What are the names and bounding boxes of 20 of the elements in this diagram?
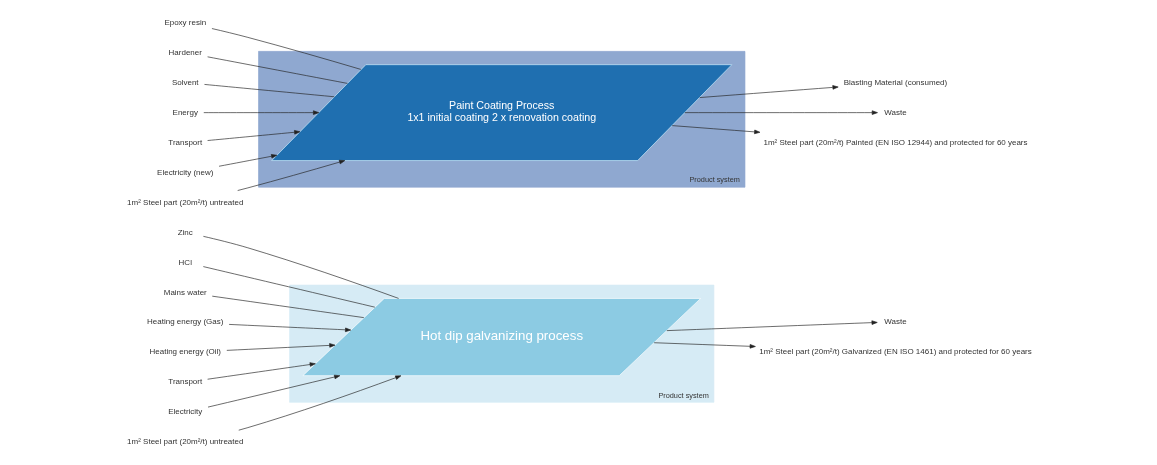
arrow — [666, 320, 878, 331]
arrow — [206, 362, 316, 380]
connector — [211, 28, 361, 70]
arrow — [236, 159, 345, 191]
arrow — [202, 110, 319, 115]
arrow — [228, 324, 351, 332]
arrow — [218, 154, 277, 167]
arrow — [237, 375, 401, 431]
connector — [206, 56, 348, 84]
arrow — [206, 130, 300, 141]
connector — [211, 295, 364, 318]
arrow — [653, 342, 756, 349]
connector — [203, 84, 335, 98]
arrow — [684, 110, 878, 115]
arrow — [671, 125, 760, 135]
arrow — [698, 85, 838, 98]
connector — [202, 236, 399, 299]
arrow — [225, 343, 335, 351]
arrow — [207, 374, 340, 408]
connector — [202, 266, 375, 308]
